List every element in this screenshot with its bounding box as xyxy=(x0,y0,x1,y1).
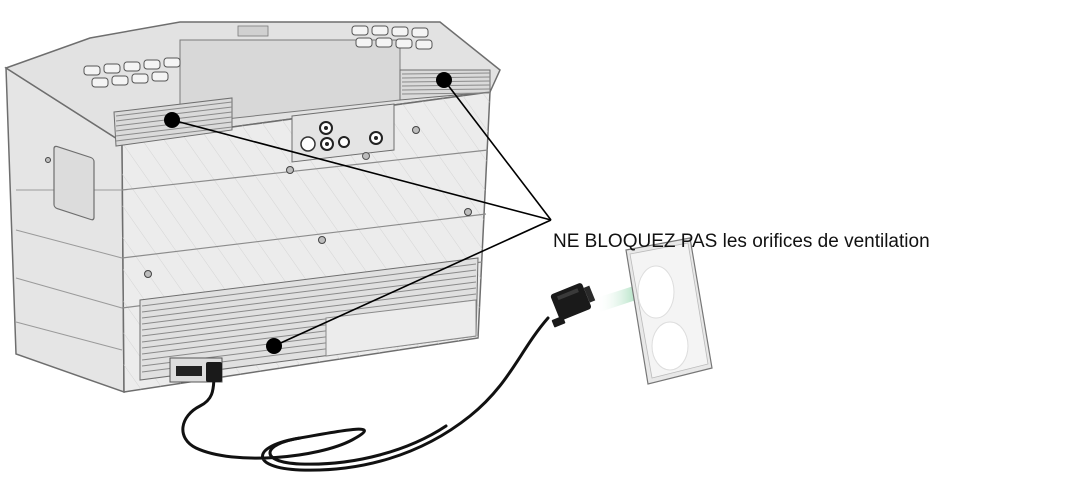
leader-lines xyxy=(171,79,552,347)
power-plug-icon xyxy=(550,283,596,328)
vent-grille-lower xyxy=(139,257,479,381)
vent-marker-dot xyxy=(164,112,180,128)
vent-markers xyxy=(164,72,452,354)
wall-outlet-icon xyxy=(625,237,713,385)
vent-marker-dot xyxy=(266,338,282,354)
top-buttons-left xyxy=(83,57,181,88)
connector-panel xyxy=(291,103,395,163)
top-buttons-right xyxy=(351,25,433,50)
vent-marker-dot xyxy=(436,72,452,88)
power-plug-icon xyxy=(206,362,222,382)
radio-device-rear xyxy=(4,21,501,394)
power-cord xyxy=(181,316,550,472)
carry-handle xyxy=(53,145,95,221)
panel-screws xyxy=(45,126,472,278)
vent-warning-callout: NE BLOQUEZ PAS les orifices de ventilati… xyxy=(553,231,930,252)
